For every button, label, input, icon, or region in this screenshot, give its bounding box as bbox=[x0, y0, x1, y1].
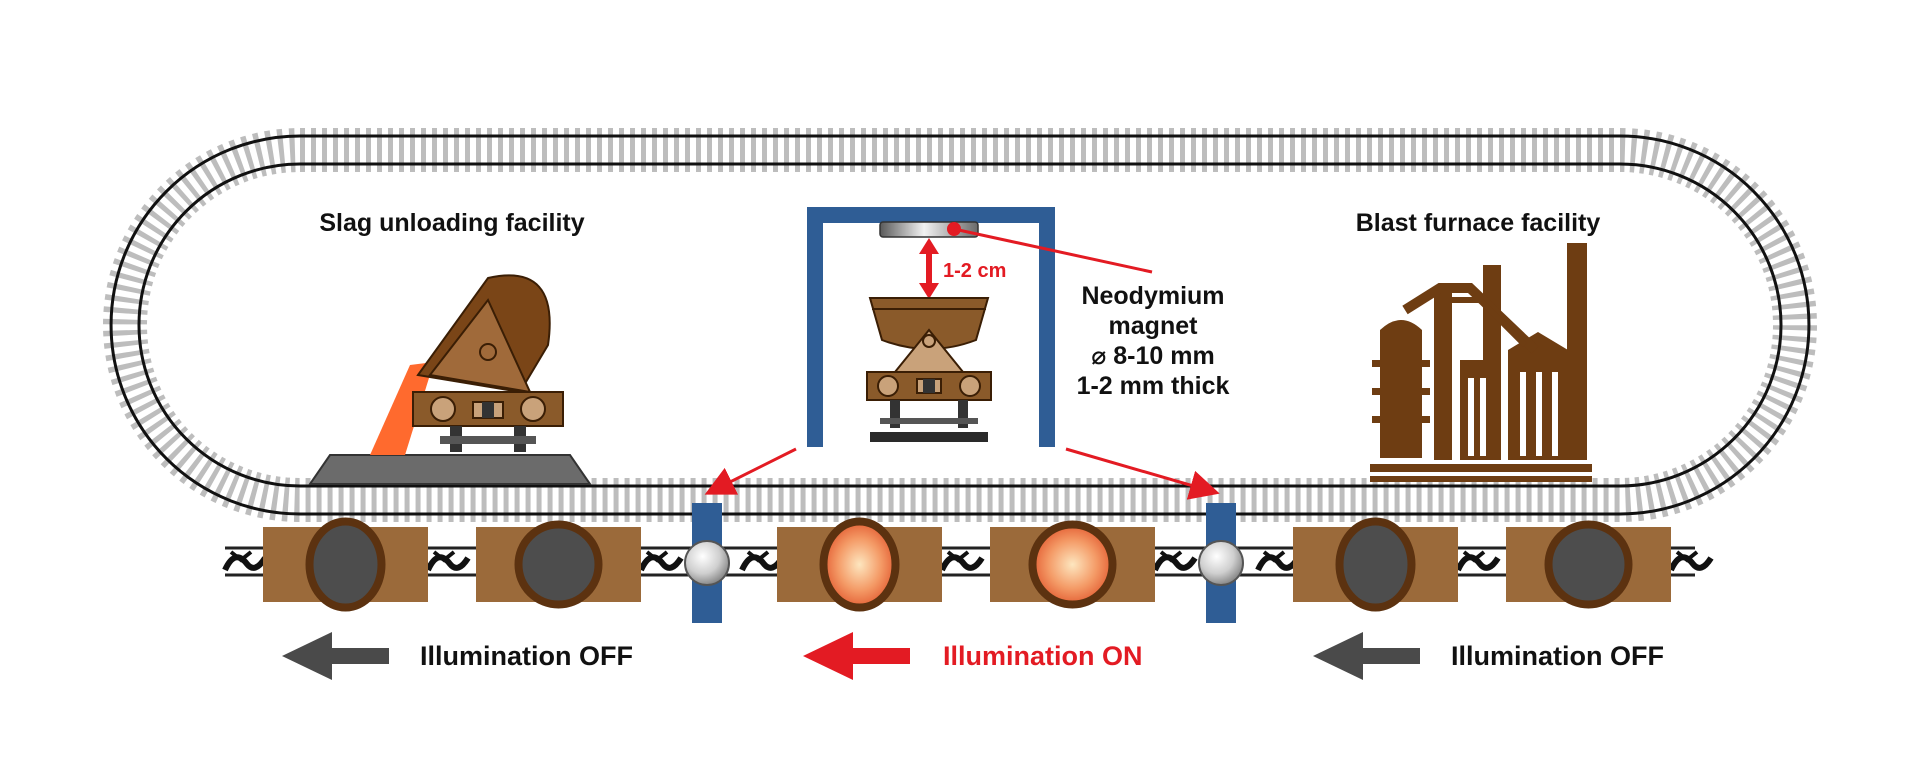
ladle-car-front-icon bbox=[866, 297, 992, 442]
slag-pour-stream bbox=[370, 362, 434, 455]
magnet-label-line-2: magnet bbox=[1109, 312, 1199, 340]
slag-dark bbox=[305, 517, 386, 612]
car-couplers bbox=[222, 550, 1714, 572]
sensor-gate-left bbox=[684, 503, 730, 623]
coupler bbox=[1255, 550, 1301, 572]
illumination-label-left: Illumination OFF bbox=[420, 641, 633, 671]
ladle-car-off bbox=[1293, 517, 1458, 612]
slag-glowing bbox=[1028, 520, 1117, 609]
magnet-pointer bbox=[953, 227, 1153, 274]
magnet-label-line-4: 1-2 mm thick bbox=[1077, 372, 1230, 400]
coupler bbox=[425, 550, 471, 572]
railway-track-loop bbox=[103, 128, 1817, 522]
pointer-to-right-gate bbox=[1065, 447, 1220, 500]
ladle-car-on bbox=[990, 520, 1155, 609]
gap-label: 1-2 cm bbox=[943, 260, 1006, 282]
ladle-car-off bbox=[476, 520, 641, 609]
tilting-ladle-car-icon bbox=[412, 274, 564, 452]
blast-furnace-factory-icon bbox=[1370, 243, 1592, 482]
sensor-ball-icon bbox=[684, 540, 730, 586]
sensor-gate-right bbox=[1198, 503, 1244, 623]
magnet-detail-frame bbox=[704, 207, 1220, 500]
coupler bbox=[1455, 550, 1501, 572]
coupler bbox=[1668, 550, 1714, 572]
sensor-ball-icon bbox=[1198, 540, 1244, 586]
coupler bbox=[939, 550, 985, 572]
slag-glowing bbox=[819, 517, 900, 612]
furnace-facility-label: Blast furnace facility bbox=[1356, 209, 1601, 237]
slag-unloading-facility bbox=[308, 274, 592, 485]
coupler bbox=[638, 550, 684, 572]
magnet-label-line-1: Neodymium bbox=[1081, 282, 1224, 310]
unloading-platform bbox=[308, 454, 592, 485]
direction-arrow-center bbox=[803, 632, 910, 680]
ladle-car-off bbox=[263, 517, 428, 612]
illumination-label-right: Illumination OFF bbox=[1451, 641, 1664, 671]
pointer-to-left-gate bbox=[704, 447, 797, 495]
direction-arrow-left bbox=[282, 632, 389, 680]
ladle-cars bbox=[263, 517, 1671, 612]
illumination-label-center: Illumination ON bbox=[943, 641, 1143, 671]
coupler bbox=[222, 550, 268, 572]
slag-dark bbox=[514, 520, 603, 609]
ladle-car-on bbox=[777, 517, 942, 612]
slag-dark bbox=[1544, 520, 1633, 609]
coupler bbox=[1152, 550, 1198, 572]
gap-double-arrow bbox=[919, 238, 939, 299]
coupler bbox=[739, 550, 785, 572]
magnet-label-line-3: ⌀ 8-10 mm bbox=[1091, 342, 1214, 370]
direction-arrow-right bbox=[1313, 632, 1420, 680]
slag-dark bbox=[1335, 517, 1416, 612]
ladle-car-off bbox=[1506, 520, 1671, 609]
slag-facility-label: Slag unloading facility bbox=[319, 209, 584, 237]
